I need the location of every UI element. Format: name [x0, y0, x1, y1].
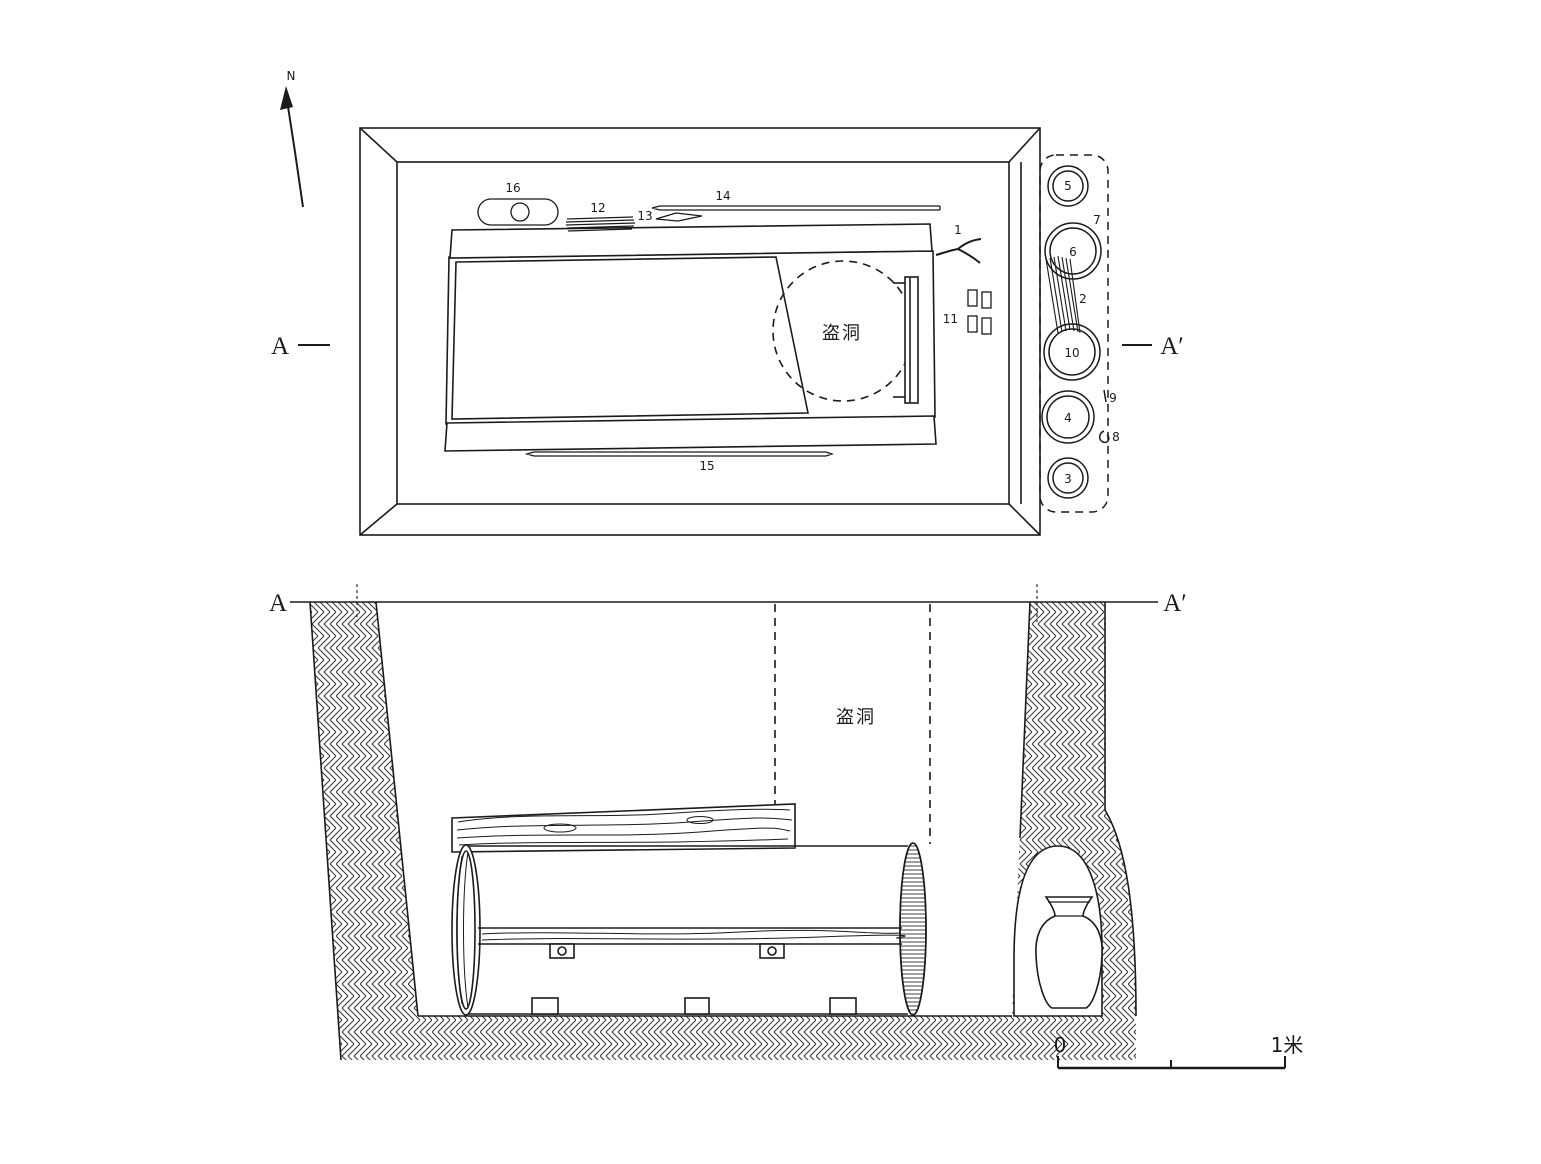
vessel-label-9: 9 — [1109, 391, 1117, 405]
vessel-5: 5 — [1047, 165, 1089, 207]
coffin-cleats — [549, 943, 785, 959]
plan-view: A A′ 盗洞 — [271, 127, 1184, 536]
artifact-15-rod — [524, 451, 835, 457]
plan-section-label-left: A — [271, 333, 289, 360]
artifact-label-13: 13 — [637, 209, 652, 223]
north-arrowhead — [280, 86, 293, 110]
coffin-feet — [531, 997, 857, 1015]
coffin-seam-band — [478, 927, 906, 945]
scale-start-label: 0 — [1054, 1033, 1067, 1057]
north-arrow: N — [280, 69, 304, 208]
vessel-6: 6 — [1044, 222, 1102, 280]
artifact-11-plaques — [967, 289, 992, 335]
plan-section-label-right: A′ — [1160, 333, 1184, 360]
section-niche — [1013, 845, 1103, 1017]
section-label-left: A — [269, 590, 287, 617]
vessel-label-6: 6 — [1069, 245, 1077, 259]
vessel-label-7: 7 — [1093, 213, 1101, 227]
scale-end-label: 1米 — [1271, 1033, 1304, 1057]
coffin-lid — [451, 256, 809, 420]
plan-vessel-niche: 5 7 6 2 10 9 — [1039, 154, 1120, 513]
left-wall-earth — [310, 602, 418, 1060]
artifact-8-mark — [1099, 430, 1110, 444]
wooden-lid-plank — [451, 803, 796, 853]
section-robber-hole-label: 盗洞 — [836, 707, 876, 728]
vessel-label-5: 5 — [1064, 179, 1072, 193]
artifact-label-14: 14 — [715, 189, 730, 203]
north-label: N — [287, 69, 296, 83]
artifact-12-strips — [565, 216, 636, 232]
vessel-label-3: 3 — [1064, 472, 1072, 486]
right-wall-inner-edge — [1019, 601, 1031, 839]
vessel-10: 10 — [1043, 323, 1101, 381]
guo-bottom-plank — [444, 415, 937, 452]
artifact-label-11: 11 — [943, 312, 958, 326]
scale-bar: 0 1米 — [1054, 1033, 1304, 1070]
guo-top-plank — [449, 223, 933, 259]
vessel-4: 4 — [1041, 390, 1095, 444]
section-label-right: A′ — [1163, 590, 1187, 617]
log-coffin — [451, 842, 927, 1016]
artifact-9-mark — [1103, 389, 1107, 403]
left-wall-inner-edge — [375, 601, 419, 1017]
niche-dashed-outline — [1039, 154, 1109, 513]
section-view: A A′ 盗洞 — [269, 584, 1187, 1061]
artifact-16-headrest — [477, 198, 559, 226]
section-line-labels: A A′ — [269, 590, 1187, 617]
pit-outlines — [290, 584, 1158, 1061]
artifact-label-15: 15 — [699, 459, 714, 473]
vessel-label-2: 2 — [1079, 292, 1087, 306]
niche-pot — [1035, 896, 1103, 1009]
plan-robber-hole-label: 盗洞 — [822, 323, 862, 344]
right-wall-outer-edge — [1104, 602, 1137, 1017]
artifact-14-pole — [651, 205, 941, 211]
artifact-label-1: 1 — [954, 223, 962, 237]
artifact-label-16: 16 — [505, 181, 520, 195]
artifact-label-12: 12 — [590, 201, 605, 215]
floor-earth — [418, 1016, 1136, 1060]
plan-inner-wall — [396, 161, 1010, 505]
section-robber-hole: 盗洞 — [774, 604, 931, 844]
left-wall-outer-edge — [309, 601, 342, 1061]
plan-artifacts: 16 12 13 14 1 — [477, 181, 992, 473]
coffin-right-endcap — [899, 842, 927, 1016]
vessel-label-10: 10 — [1064, 346, 1079, 360]
coffin-left-endcap — [451, 844, 481, 1016]
vessel-3: 3 — [1047, 457, 1089, 499]
artifact-2-arrow-bundle — [1045, 255, 1081, 334]
artifact-1-fork — [935, 238, 982, 264]
vessel-label-4: 4 — [1064, 411, 1072, 425]
vessel-label-8: 8 — [1112, 430, 1120, 444]
plan-outer-coffin — [444, 223, 937, 452]
plan-inner-coffin-end — [893, 276, 919, 404]
artifact-13-dart — [655, 212, 703, 222]
plan-section-line: A A′ — [271, 333, 1184, 360]
plank-wood-grain — [456, 808, 793, 846]
